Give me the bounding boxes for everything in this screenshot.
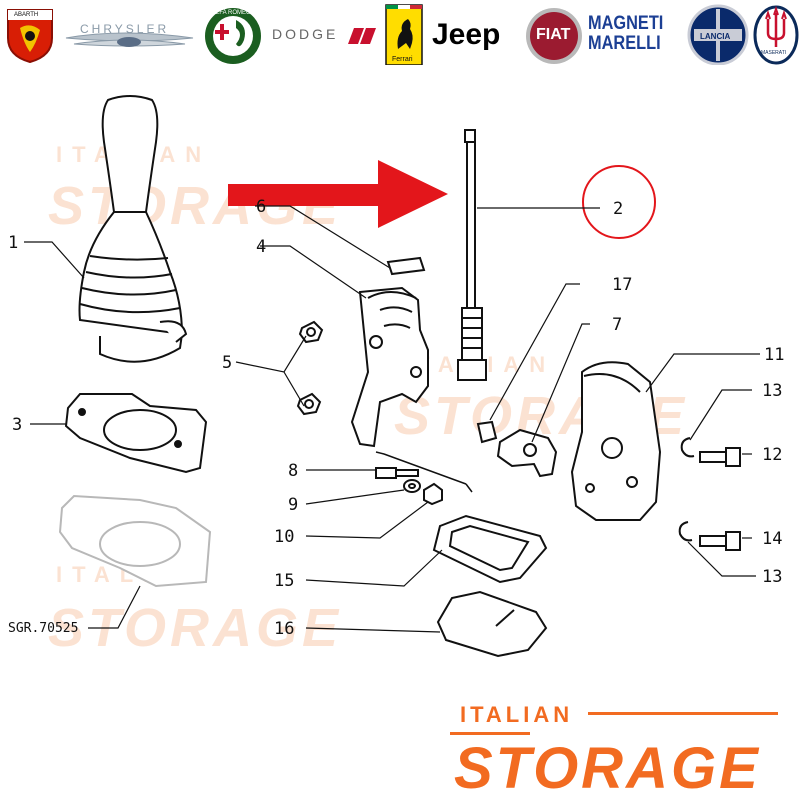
part-4-selector-housing: [350, 286, 429, 448]
callout-6: 6: [256, 197, 266, 217]
callout-3: 3: [12, 415, 22, 435]
part-8-screw: [375, 467, 419, 479]
footer-logo-rule-left: [450, 732, 530, 735]
callout-14: 14: [762, 529, 782, 549]
callout-13-lower: 13: [762, 567, 782, 587]
leader-lines: [24, 205, 760, 633]
fiat-logo: FIAT: [524, 4, 584, 64]
chrysler-wings-logo-icon: [65, 32, 194, 47]
abarth-scorpion-badge-icon: [7, 9, 53, 64]
part-11-gear-housing: [570, 361, 662, 521]
chrysler-text: CHRYSLER: [80, 22, 170, 36]
callout-17: 17: [612, 275, 632, 295]
callout-12: 12: [762, 445, 782, 465]
magneti-marelli-text: MAGNETI MARELLI: [588, 13, 664, 54]
callout-7: 7: [612, 315, 622, 335]
lancia-logo: LANCIA: [686, 4, 750, 65]
gear-shift-exploded-diagram: ITALIAN STORAGE ITALIAN STORAGE ITALIAN …: [8, 95, 784, 658]
chrysler-logo: CHRYSLER: [62, 4, 197, 64]
italian-storage-logo: ITALIAN STORAGE: [450, 702, 778, 796]
alfa-romeo-logo: ALFA ROMEO: [200, 4, 266, 64]
maserati-text: MASERATI: [761, 50, 787, 56]
part-14-bolt: [699, 531, 741, 551]
callout-13-upper: 13: [762, 381, 782, 401]
jeep-text: Jeep: [432, 18, 501, 51]
part-12-bolt: [699, 447, 741, 467]
part-15-cover-gasket: [432, 514, 548, 584]
part-1-gear-knob-boot: [78, 95, 188, 363]
footer-logo-rule-top: [588, 712, 778, 715]
footer-logo-line2: STORAGE: [454, 736, 761, 796]
red-arrow-icon: [228, 160, 448, 228]
maserati-trident-badge-icon: [753, 5, 799, 65]
callout-4: 4: [256, 237, 266, 257]
part-3-gasket-plate: [64, 393, 208, 474]
ferrari-text: Ferrari: [392, 56, 413, 63]
part-6-pad: [386, 256, 426, 276]
callout-15: 15: [274, 571, 294, 591]
callout-16: 16: [274, 619, 294, 639]
ferrari-prancing-horse-shield-icon: [385, 4, 423, 65]
callout-2: 2: [613, 199, 623, 219]
fiat-text: FIAT: [536, 26, 571, 43]
lancia-roundel-icon: [687, 4, 749, 65]
alfa-romeo-roundel-icon: [205, 8, 261, 64]
dodge-wordmark-icon: [348, 28, 376, 44]
part-10-nut: [423, 482, 443, 506]
footer-logo-line1: ITALIAN: [460, 702, 573, 727]
reference-code: SGR.70525: [8, 621, 78, 636]
abarth-text: ABARTH: [14, 12, 39, 18]
callout-11: 11: [764, 345, 784, 365]
part-13-clip-upper: [680, 437, 695, 458]
part-5-nuts: [296, 320, 324, 416]
dodge-logo: DODGE: [268, 4, 378, 64]
callout-9: 9: [288, 495, 298, 515]
callout-5: 5: [222, 353, 232, 373]
part-2-selector-shaft: [457, 129, 487, 381]
parts-8-9-10-bracket: [375, 451, 473, 493]
callout-8: 8: [288, 461, 298, 481]
dodge-text: DODGE: [272, 26, 339, 42]
ferrari-logo: Ferrari: [384, 4, 424, 65]
fiat-shield-logo-icon: [526, 8, 582, 64]
callout-numbers: 1 2 3 4 5 6 7 8 9 10 11 12 13 13 14 15 1…: [8, 197, 784, 639]
highlight-circle: [582, 165, 656, 239]
brand-logo-bar: ABARTH CHRYSLER ALFA ROMEO DODGE: [0, 0, 800, 72]
jeep-logo: Jeep: [430, 4, 514, 64]
magneti-marelli-logo: MAGNETI MARELLI: [588, 4, 680, 64]
maserati-logo: MASERATI: [752, 4, 800, 65]
abarth-logo: ABARTH: [0, 4, 60, 64]
callout-10: 10: [274, 527, 294, 547]
part-17-bush: [476, 420, 498, 444]
alfa-romeo-text: ALFA ROMEO: [212, 10, 251, 16]
part-reference-plate-ghost: [58, 494, 212, 588]
part-7-flange: [496, 428, 558, 478]
part-13-clip-lower: [678, 521, 693, 542]
part-16-cover-plate: [436, 590, 548, 658]
part-9-washer: [403, 479, 421, 493]
lancia-text: LANCIA: [700, 32, 731, 41]
callout-1: 1: [8, 233, 18, 253]
